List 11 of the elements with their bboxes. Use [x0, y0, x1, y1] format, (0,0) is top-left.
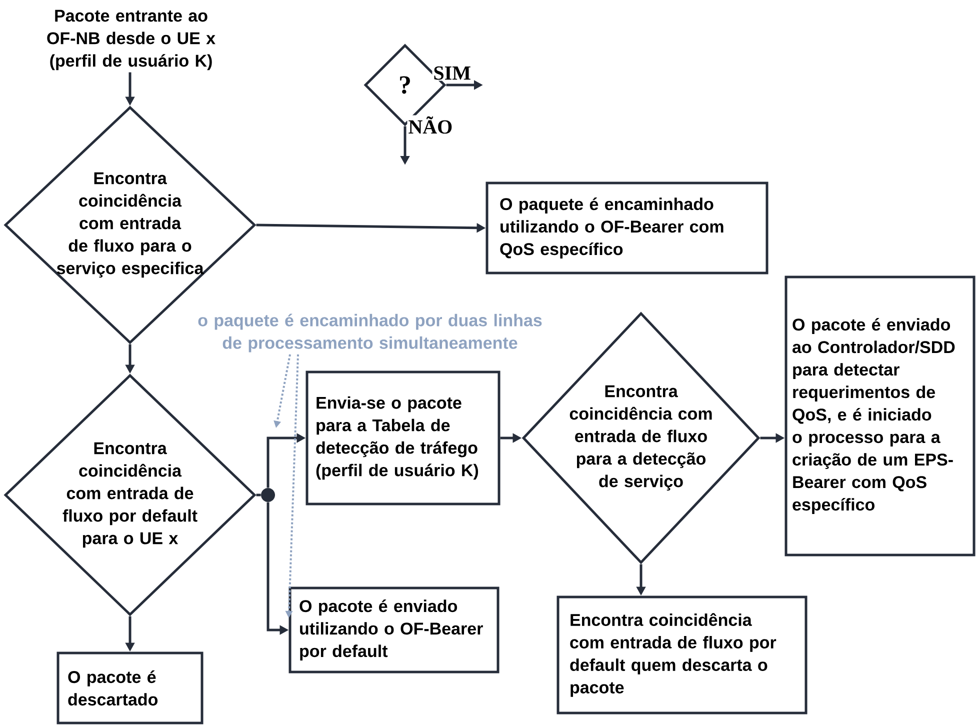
process-box: O pacote é enviado ao Controlador/SDD para detectar requerimentos de QoS, e é iniciado o processo para a criação de um EPS-Bearer com QoS específico	[784, 276, 976, 556]
process-box: Envia-se o pacote para a Tabela de detecção de tráfego (perfil de usuário K)	[306, 370, 500, 506]
process-box: O pacote é enviado utilizando o OF-Bearer por default	[288, 586, 500, 674]
junction-dot	[261, 488, 275, 502]
annotation-text: o paquete é encaminhado por duas linhas de processamento simultaneamente	[198, 314, 542, 352]
start-text: Pacote entrante ao OF-NB desde o UE x (perfil de usuário K)	[47, 10, 216, 70]
process-box: Encontra coincidência com entrada de fluxo por default quem descarta o pacote	[556, 596, 808, 714]
edge-label: NÃO	[407, 115, 454, 135]
edge-label: SIM	[432, 65, 472, 81]
process-box: O paquete é encaminhado utilizando o OF-Bearer com QoS específico	[486, 182, 768, 274]
process-box: O pacote é descartado	[56, 652, 204, 724]
